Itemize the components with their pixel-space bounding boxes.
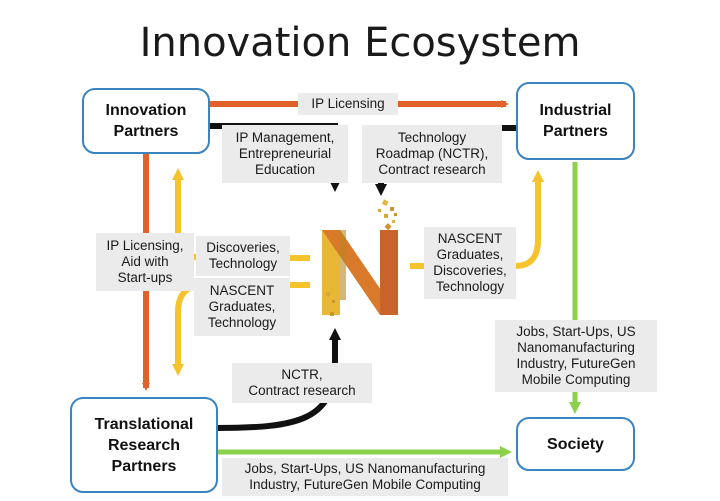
- tech-roadmap-label: Technology Roadmap (NCTR), Contract rese…: [362, 125, 502, 183]
- society-node: Society: [516, 417, 635, 471]
- grads-left-label: NASCENT Graduates, Technology: [194, 278, 290, 336]
- translational-research-partners-node: Translational Research Partners: [70, 397, 218, 493]
- nctr-label: NCTR, Contract research: [232, 363, 372, 403]
- ip-licensing-label: IP Licensing: [298, 93, 398, 115]
- ip-management-label: IP Management, Entrepreneurial Education: [222, 125, 348, 183]
- nascent-n-logo: [322, 199, 398, 316]
- industrial-partners-node: Industrial Partners: [516, 82, 635, 160]
- ip-aid-label: IP Licensing, Aid with Start-ups: [96, 233, 194, 291]
- jobs-bottom-label: Jobs, Start-Ups, US Nanomanufacturing In…: [222, 458, 508, 496]
- innovation-partners-node: Innovation Partners: [82, 88, 210, 154]
- jobs-right-label: Jobs, Start-Ups, US Nanomanufacturing In…: [495, 320, 657, 392]
- discoveries-left-label: Discoveries, Technology: [196, 236, 290, 276]
- diagram-title: Innovation Ecosystem: [139, 20, 581, 66]
- grads-right-label: NASCENT Graduates, Discoveries, Technolo…: [424, 227, 516, 299]
